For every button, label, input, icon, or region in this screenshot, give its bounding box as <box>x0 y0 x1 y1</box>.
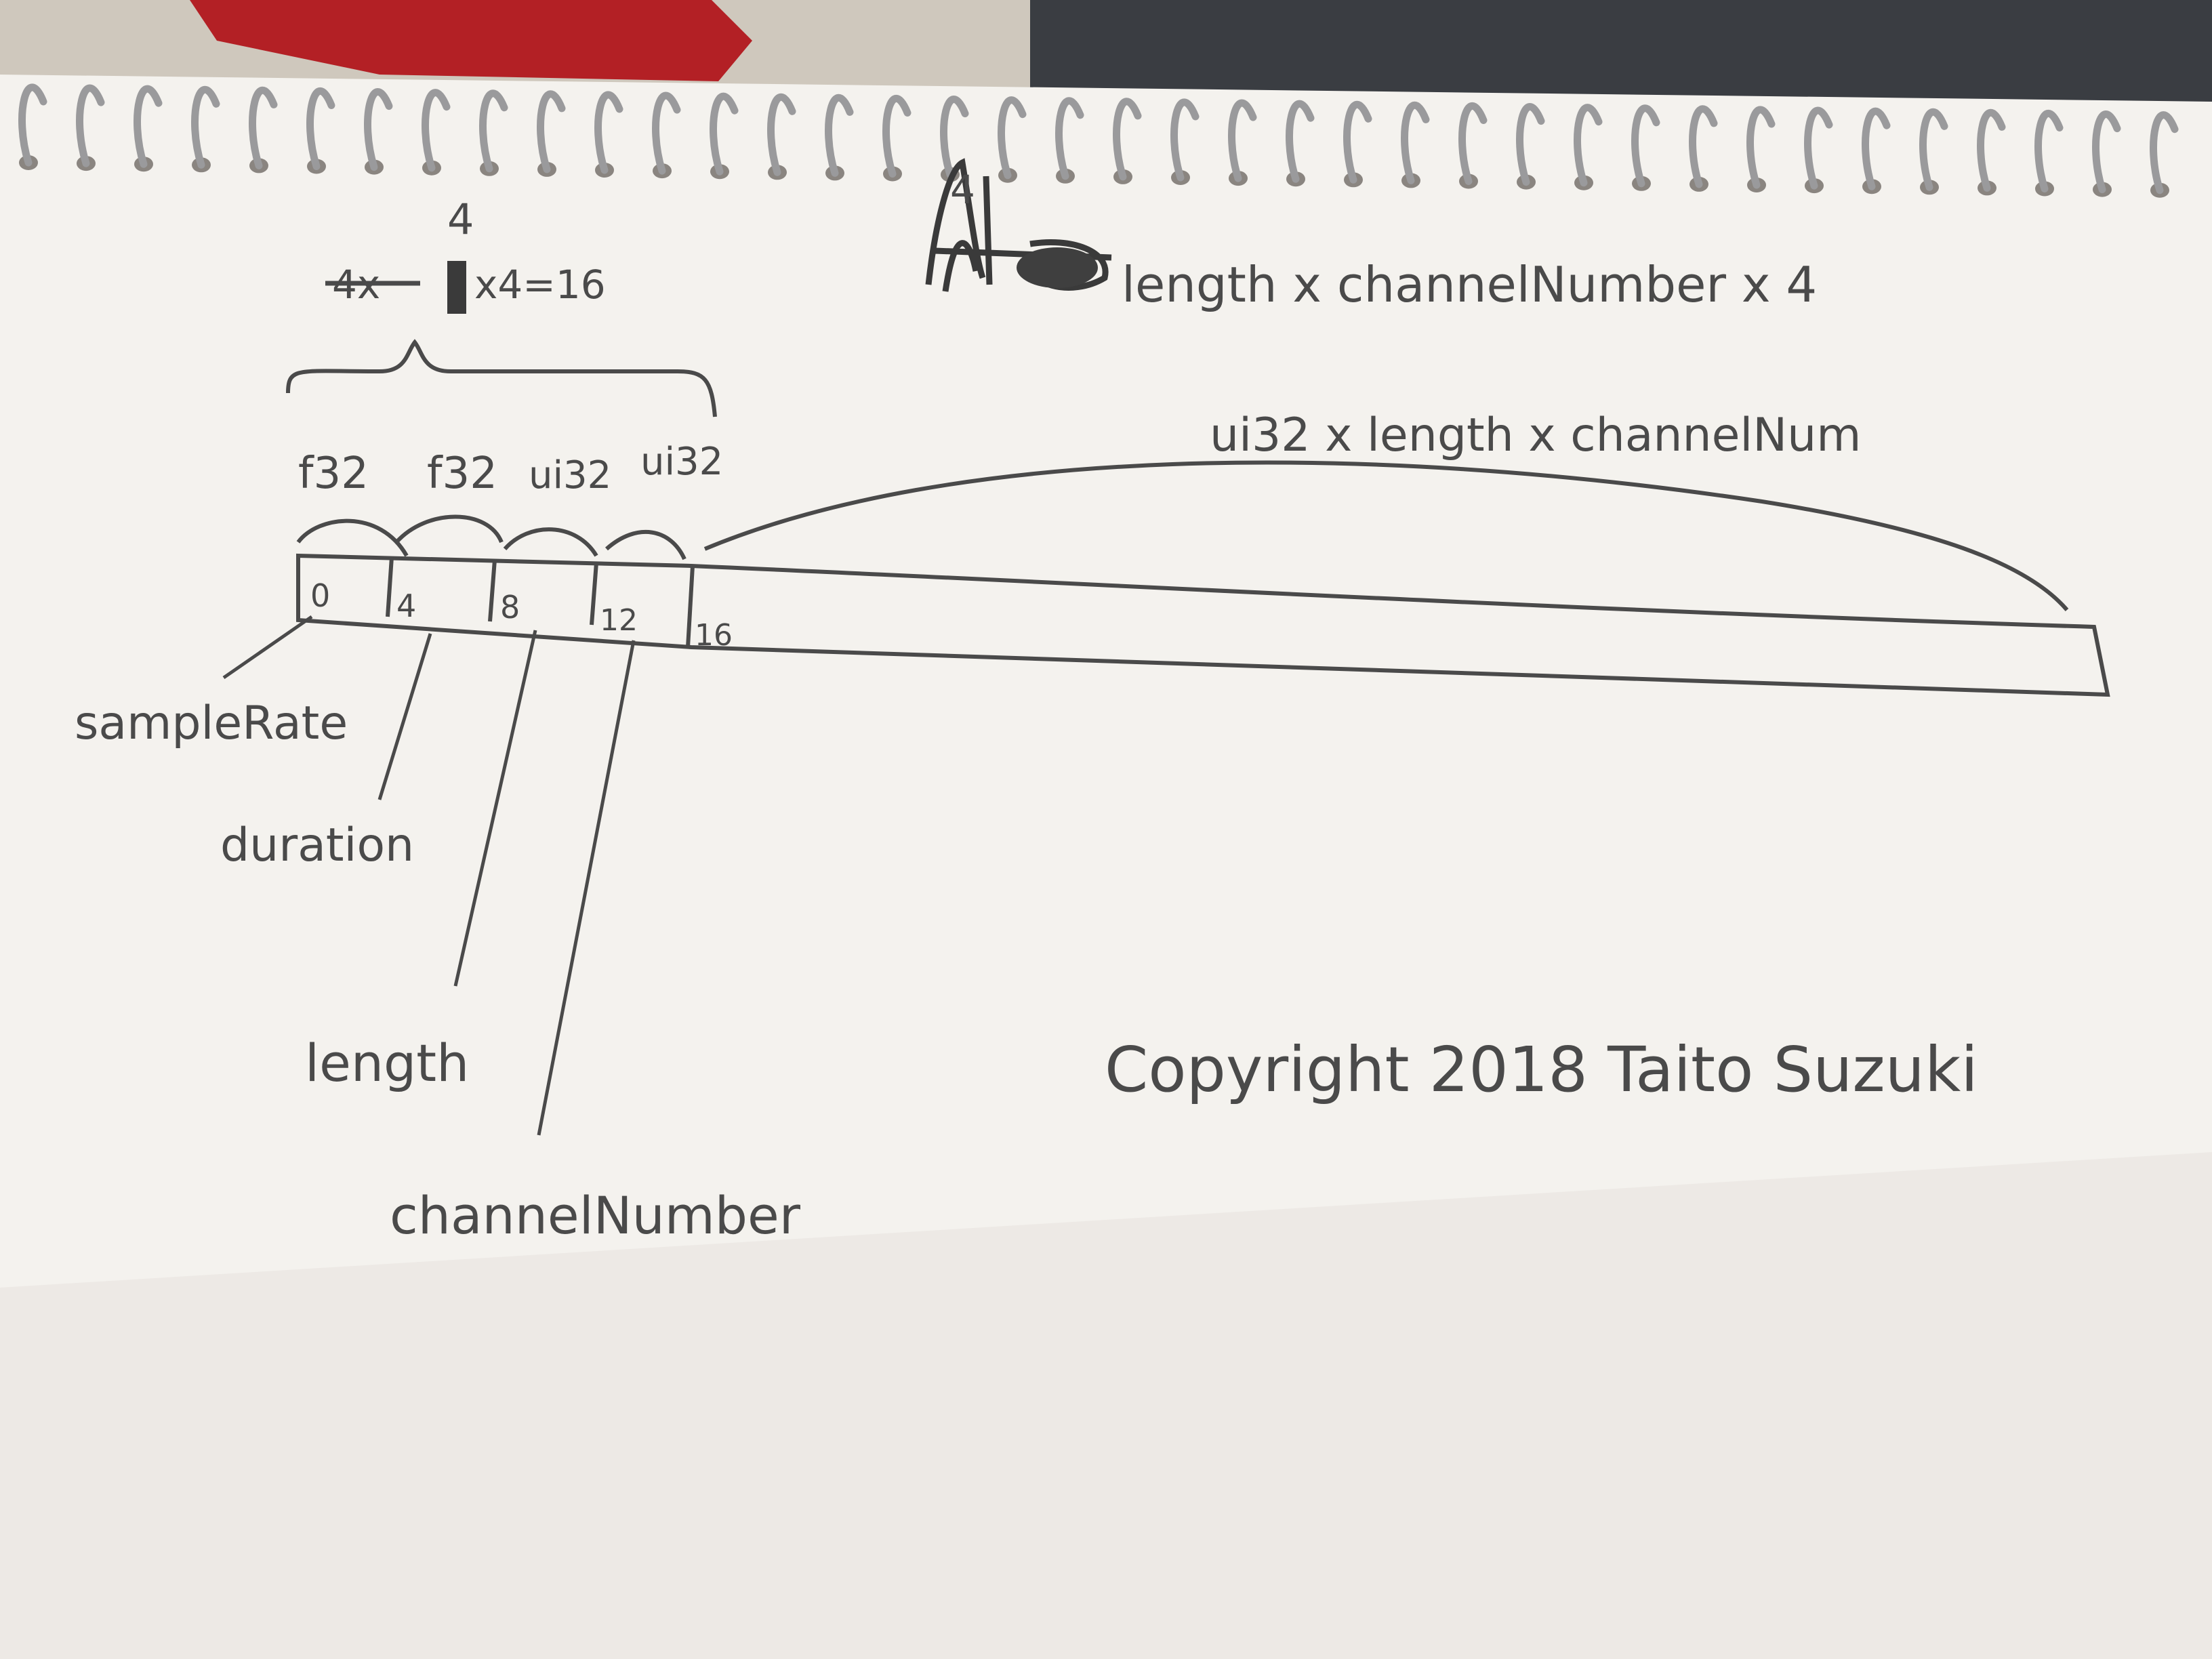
leader-line <box>377 633 432 800</box>
paper-shadow <box>0 1152 2212 1659</box>
scribbled-digit <box>447 261 466 314</box>
binding-ring <box>767 93 796 176</box>
binding-ring <box>1689 105 1718 188</box>
binding-ring <box>1746 106 1776 189</box>
field-name: channelNumber <box>390 1185 801 1246</box>
binding-ring <box>998 96 1027 180</box>
field-name: sampleRate <box>75 697 348 750</box>
field-divider <box>686 565 695 648</box>
binding-ring <box>76 84 105 167</box>
offset-label: 0 <box>310 577 330 614</box>
type-label: f32 <box>427 449 497 499</box>
binding-ring <box>1919 108 1948 191</box>
binding-ring <box>1055 97 1084 180</box>
binding-ring <box>1113 98 1142 181</box>
offset-label: 8 <box>500 589 520 626</box>
leader-line <box>222 615 313 680</box>
binding-ring <box>1286 100 1315 183</box>
binding-ring <box>422 89 451 172</box>
binding-ring <box>249 86 278 169</box>
binding-ring <box>940 96 969 179</box>
scribble-digit: 4 <box>950 167 975 213</box>
binding-ring <box>2034 110 2064 192</box>
binding-ring <box>191 85 220 169</box>
binding-ring <box>1401 101 1430 184</box>
binding-ring <box>882 95 912 178</box>
data-block-arc <box>703 460 2069 611</box>
binding-ring <box>1977 108 2006 192</box>
header-brace <box>286 339 717 417</box>
binding-ring <box>537 90 566 173</box>
binding-ring <box>2150 111 2179 194</box>
binding-ring <box>479 89 508 173</box>
binding-ring <box>652 91 681 175</box>
type-label: ui32 <box>640 440 723 484</box>
data-block-label: ui32 x length x channelNum <box>1210 409 1862 462</box>
field-divider <box>488 559 497 622</box>
binding-ring <box>134 85 163 168</box>
leader-line <box>537 640 636 1136</box>
binding-ring <box>1228 99 1257 182</box>
binding-ring <box>825 94 854 177</box>
type-label: ui32 <box>529 453 611 497</box>
type-label: f32 <box>298 449 369 499</box>
binding-ring <box>594 91 623 174</box>
offset-label: 16 <box>695 618 733 653</box>
copyright-text: Copyright 2018 Taito Suzuki <box>1105 1033 1978 1106</box>
header-formula: x4=16 <box>474 262 606 308</box>
layout-bar <box>296 553 2110 697</box>
spiral-binding <box>18 83 2179 198</box>
scribble-mark <box>925 158 1112 292</box>
field-name: length <box>305 1033 469 1093</box>
binding-ring <box>2092 110 2121 194</box>
top-multiplier: 4 <box>447 194 474 244</box>
binding-ring <box>18 83 47 167</box>
binding-ring <box>1574 104 1603 187</box>
field-divider <box>590 562 598 626</box>
binding-ring <box>710 92 739 176</box>
red-object <box>190 0 752 81</box>
binding-ring <box>306 87 335 170</box>
field-arc <box>394 514 504 544</box>
field-arc <box>605 530 687 560</box>
field-name: duration <box>220 819 414 872</box>
offset-label: 4 <box>396 588 416 624</box>
binding-ring <box>1458 102 1488 185</box>
field-divider <box>386 556 394 617</box>
binding-ring <box>1862 107 1891 190</box>
field-arc <box>503 527 598 557</box>
binding-ring <box>1170 98 1200 182</box>
offset-label: 12 <box>600 603 638 638</box>
binding-ring <box>1804 106 1833 190</box>
leader-line <box>453 630 537 987</box>
binding-ring <box>1343 100 1372 184</box>
right-formula: length x channelNumber x 4 <box>1122 256 1817 313</box>
binding-ring <box>1631 104 1660 188</box>
binding-ring <box>364 88 393 171</box>
binding-ring <box>1516 103 1545 186</box>
